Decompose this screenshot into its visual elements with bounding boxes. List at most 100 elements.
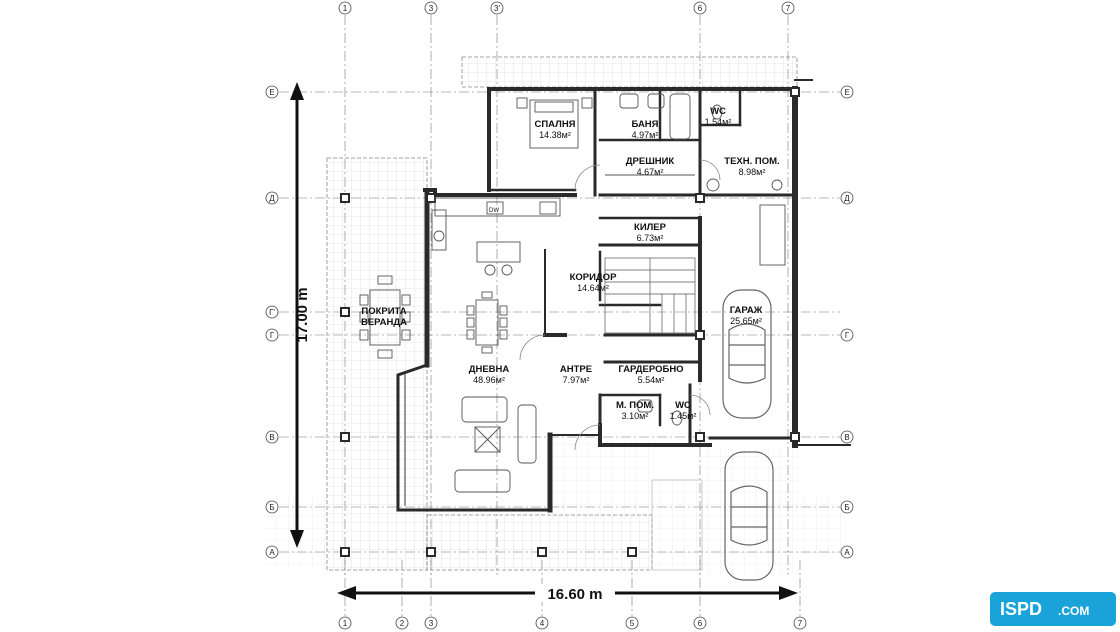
grid-bubble-left-3-label: Г	[270, 331, 275, 340]
grid-bubble-bottom-1-label: 2	[400, 619, 405, 628]
grid-bubble-top-0: 1	[338, 1, 352, 15]
logo-text: ISPD	[1000, 599, 1042, 619]
column-core	[792, 89, 798, 95]
room-area: 4.97м²	[632, 130, 659, 140]
grid-bubble-right-1-label: Д	[844, 194, 850, 203]
grid-bubble-right-5-label: А	[844, 548, 850, 557]
width-dimension-label: 16.60 m	[547, 586, 602, 603]
logo-suffix: .COM	[1058, 604, 1089, 618]
room-name: М. ПОМ.	[616, 400, 654, 411]
grid-bubble-top-3: 6	[693, 1, 707, 15]
terrace-paving	[265, 56, 845, 575]
room-area: 8.98м²	[739, 167, 766, 177]
grid-bubble-bottom-6: 7	[793, 616, 807, 630]
room-name: АНТРЕ	[560, 364, 592, 375]
room-name: ДРЕШНИК	[626, 156, 675, 167]
column-core	[342, 195, 348, 201]
room-utility: М. ПОМ.3.10м²	[616, 400, 654, 421]
driveway-car	[724, 451, 774, 581]
grid-bubble-right-3: В	[840, 430, 854, 444]
grid-bubble-top-3-label: 6	[698, 4, 703, 13]
grid-bubble-left-1: Д	[265, 191, 279, 205]
column-core	[428, 195, 434, 201]
column-core	[428, 549, 434, 555]
grid-bubble-left-5-label: Б	[269, 503, 274, 512]
structural-columns	[340, 87, 800, 557]
column-core	[539, 549, 545, 555]
grid-bubble-top-0-label: 1	[343, 4, 348, 13]
room-name: WC	[710, 106, 726, 117]
grid-bubble-bottom-3-label: 4	[540, 619, 545, 628]
column-core	[697, 332, 703, 338]
column-core	[342, 549, 348, 555]
grid-bubble-bottom-5-label: 6	[698, 619, 703, 628]
room-name: КОРИДОР	[570, 272, 618, 283]
room-area: 14.38м²	[539, 130, 571, 140]
width-dimension: 16.60 m	[337, 584, 798, 603]
room-labels: СПАЛНЯ14.38м²БАНЯ4.97м²WC1.54м²ДРЕШНИК4.…	[361, 106, 780, 421]
grid-bubble-bottom-4-label: 5	[630, 619, 635, 628]
room-area: 7.97м²	[563, 375, 590, 385]
staircase	[604, 257, 696, 334]
room-area: 4.67м²	[637, 167, 664, 177]
column-core	[697, 434, 703, 440]
room-name: БАНЯ	[631, 119, 658, 130]
grid-bubble-right-5: А	[840, 545, 854, 559]
grid-bubble-bottom-2: 3	[424, 616, 438, 630]
room-technical: ТЕХН. ПОМ.8.98м²	[724, 156, 779, 177]
column-core	[629, 549, 635, 555]
room-wc-upper: WC1.54м²	[705, 106, 732, 127]
grid-bubble-left-2: Г'	[265, 305, 279, 319]
room-name-line2: ВЕРАНДА	[361, 317, 407, 328]
room-name: ГАРДЕРОБНО	[618, 364, 683, 375]
grid-bubble-right-1: Д	[840, 191, 854, 205]
grid-bubble-left-3: Г	[265, 328, 279, 342]
grid-bubble-bottom-0-label: 1	[343, 619, 348, 628]
height-dimension-label: 17.00 m	[294, 287, 311, 342]
column-core	[792, 434, 798, 440]
grid-bubble-right-0: Е	[840, 85, 854, 99]
grid-bubble-left-4-label: В	[269, 433, 274, 442]
grid-bubble-top-4: 7	[781, 1, 795, 15]
grid-bubble-top-2: 3'	[490, 1, 504, 15]
grid-bubble-left-5: Б	[265, 500, 279, 514]
room-area: 25.65м²	[730, 316, 762, 326]
grid-bubble-top-1-label: 3	[429, 4, 434, 13]
room-name: КИЛЕР	[634, 222, 667, 233]
column-core	[697, 195, 703, 201]
room-area: 5.54м²	[638, 375, 665, 385]
room-name: ТЕХН. ПОМ.	[724, 156, 779, 167]
grid-bubble-bottom-2-label: 3	[429, 619, 434, 628]
furniture	[359, 93, 786, 493]
grid-bubble-right-0-label: Е	[844, 88, 849, 97]
grid-bubble-left-2-label: Г'	[269, 308, 275, 317]
grid-bubble-right-3-label: В	[844, 433, 849, 442]
grid-bubble-right-4-label: Б	[844, 503, 849, 512]
grid-bubble-bottom-0: 1	[338, 616, 352, 630]
grid-bubble-right-2-label: Г	[845, 331, 850, 340]
room-area: 48.96м²	[473, 375, 505, 385]
room-area: 6.73м²	[637, 233, 664, 243]
grid-bubble-bottom-1: 2	[395, 616, 409, 630]
grid-bubble-left-4: В	[265, 430, 279, 444]
ispd-logo: ISPD .COM	[990, 592, 1116, 626]
room-name: ПОКРИТА	[361, 306, 406, 317]
room-name: ГАРАЖ	[730, 305, 763, 316]
room-area: 1.45м²	[670, 411, 697, 421]
grid-bubble-left-6-label: А	[269, 548, 275, 557]
room-name: WC	[675, 400, 691, 411]
room-area: 3.10м²	[622, 411, 649, 421]
room-area: 14.64м²	[577, 283, 609, 293]
grid-bubble-bottom-6-label: 7	[798, 619, 803, 628]
